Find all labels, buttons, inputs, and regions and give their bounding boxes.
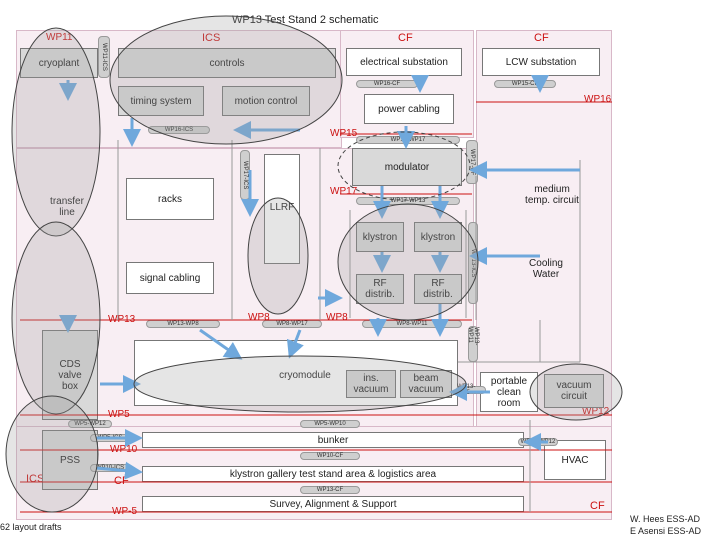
tag-wp13-wp5: WP13-WP5 <box>456 384 486 396</box>
klystron-box-2: klystron <box>414 222 462 252</box>
signal-cabling-box: signal cabling <box>126 262 214 294</box>
header-ics-top: ICS <box>202 32 221 44</box>
wp15-label: WP15 <box>330 128 358 139</box>
medium-temp-circuit-text: medium temp. circuit <box>525 184 579 206</box>
wp16-label: WP16 <box>584 94 612 105</box>
tag-wp13-wp8: WP13-WP8 <box>146 320 220 328</box>
racks-box: racks <box>126 178 214 220</box>
vacuum-circuit-box: vacuum circuit <box>544 374 604 408</box>
tag-wp13-ics: WP13-ICS <box>468 222 478 304</box>
llrf-box: LLRF <box>264 154 300 264</box>
tag-wp15-cf: WP15-CF <box>494 80 556 88</box>
tag-wp10-wp12: WP10-WP12 <box>518 438 558 446</box>
timing-system-box: timing system <box>118 86 204 116</box>
footer-right-line2: E Asensi ESS-AD <box>630 526 702 536</box>
page-title: WP13 Test Stand 2 schematic <box>232 14 379 26</box>
wp11-label: WP11 <box>46 32 73 43</box>
wp17-label: WP17 <box>330 186 358 197</box>
tag-wp17-cf: WP17-CF <box>466 140 478 184</box>
tag-wp10-ics: WP10-ICS <box>90 464 130 472</box>
footer-left: 62 layout drafts <box>0 522 62 532</box>
lcw-substation-box: LCW substation <box>482 48 600 76</box>
wp5b-label: WP-5 <box>112 506 137 517</box>
tag-wp10-cf: WP10-CF <box>300 452 360 460</box>
wp13-label: WP13 <box>108 314 136 325</box>
power-cabling-box: power cabling <box>364 94 454 124</box>
tag-wp11-ics: WP11-ICS <box>98 36 110 78</box>
tag-wp5-wp10: WP5-WP10 <box>300 420 360 428</box>
portable-clean-room-box: portable clean room <box>480 372 538 412</box>
tag-wp8-wp17: WP8-WP17 <box>262 320 322 328</box>
beam-vacuum-box: beam vacuum <box>400 370 452 398</box>
tag-wp15-wp17: WP15-WP17 <box>356 136 460 144</box>
tag-wp13-cf: WP13-CF <box>300 486 360 494</box>
hvac-box: HVAC <box>544 440 606 480</box>
survey-box: Survey, Alignment & Support <box>142 496 524 512</box>
tag-wp17-ics: WP17-ICS <box>240 150 250 200</box>
wp5a-label: WP5 <box>108 409 130 420</box>
transfer-line-text: transfer line <box>50 196 84 218</box>
tag-wp5-ics: WP5-ICS <box>90 434 130 442</box>
cds-valve-box: CDS valve box <box>42 330 98 420</box>
header-cf-bottom: CF <box>114 475 129 487</box>
tag-wp16-cf: WP16-CF <box>356 80 418 88</box>
cryoplant-box: cryoplant <box>20 48 98 78</box>
bunker-box: bunker <box>142 432 524 448</box>
klystron-gallery-box: klystron gallery test stand area & logis… <box>142 466 524 482</box>
cryomodule-label: cryomodule <box>279 370 331 381</box>
header-cf-top-left: CF <box>398 32 413 44</box>
tag-wp17-wp13: WP17-WP13 <box>356 197 460 205</box>
header-cf-bottom-right: CF <box>590 500 605 512</box>
tag-wp13-wp11: WP13-WP11 <box>467 326 479 362</box>
tag-wp5-wp12: WP5-WP12 <box>68 420 112 428</box>
footer-right-line1: W. Hees ESS-AD <box>630 514 701 524</box>
controls-box: controls <box>118 48 336 78</box>
wp10-label: WP10 <box>110 444 138 455</box>
modulator-box: modulator <box>352 148 462 186</box>
klystron-box-1: klystron <box>356 222 404 252</box>
cooling-water-text: Cooling Water <box>529 258 563 280</box>
wp8a-label: WP8 <box>248 312 270 323</box>
region-cf-right <box>476 30 612 430</box>
ins-vacuum-box: ins. vacuum <box>346 370 396 398</box>
electrical-substation-box: electrical substation <box>346 48 462 76</box>
motion-control-box: motion control <box>222 86 310 116</box>
wp8b-label: WP8 <box>326 312 348 323</box>
tag-wp16-ics: WP16-ICS <box>148 126 210 134</box>
rf-distrib-box-1: RF distrib. <box>356 274 404 304</box>
rf-distrib-box-2: RF distrib. <box>414 274 462 304</box>
tag-wp8-wp11: WP8-WP11 <box>362 320 462 328</box>
header-cf-top-right: CF <box>534 32 549 44</box>
